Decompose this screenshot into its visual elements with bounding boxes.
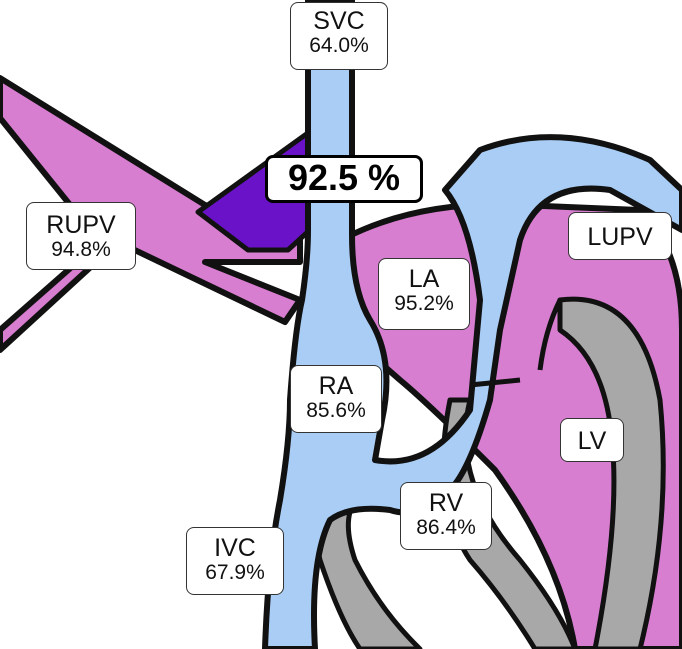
baffle-saturation-box: 92.5 % (265, 155, 423, 203)
la-name: LA (408, 265, 440, 293)
la-label: LA 95.2% (378, 258, 470, 330)
rupv-value: 94.8% (51, 238, 111, 261)
ivc-name: IVC (214, 534, 256, 562)
ra-value: 85.6% (306, 399, 366, 422)
lupv-name: LUPV (587, 223, 653, 251)
lupv-line (537, 298, 563, 371)
lupv-label: LUPV (568, 212, 672, 260)
atrial-line (469, 377, 521, 388)
rupv-label: RUPV 94.8% (26, 202, 136, 270)
ivc-label: IVC 67.9% (186, 527, 284, 595)
rv-label: RV 86.4% (400, 482, 492, 550)
svc-label: SVC 64.0% (290, 2, 388, 70)
lv-name: LV (577, 427, 607, 455)
rv-value: 86.4% (416, 516, 476, 539)
ra-label: RA 85.6% (290, 365, 382, 433)
svc-value: 64.0% (309, 34, 369, 57)
rv-name: RV (428, 489, 464, 517)
venous-pathway (262, 0, 682, 649)
lv-label: LV (560, 418, 624, 462)
svc-name: SVC (313, 7, 365, 35)
ivc-value: 67.9% (205, 561, 265, 584)
ra-name: RA (318, 372, 354, 400)
la-value: 95.2% (394, 292, 454, 315)
rupv-name: RUPV (46, 211, 116, 239)
